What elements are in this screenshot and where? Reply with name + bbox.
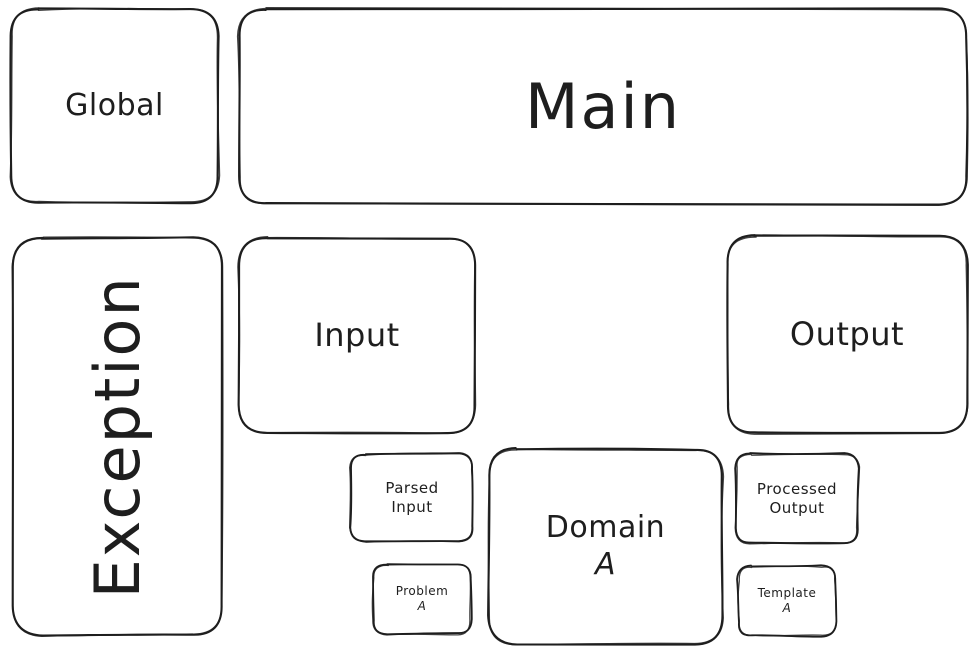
node-label-processed-output: Processed Output (756, 480, 838, 517)
node-processed-output[interactable]: Processed Output (734, 452, 861, 545)
node-global[interactable]: Global (9, 7, 221, 205)
node-label-exception: Exception (80, 274, 154, 599)
node-output[interactable]: Output (726, 234, 969, 435)
node-parsed-input[interactable]: Parsed Input (349, 452, 474, 543)
node-label-parsed-input: Parsed Input (385, 479, 439, 516)
node-label-input: Input (314, 315, 400, 354)
node-exception[interactable]: Exception (11, 236, 224, 638)
node-label-global: Global (65, 87, 164, 123)
node-input[interactable]: Input (237, 236, 477, 435)
node-label-output: Output (789, 314, 905, 353)
node-label-main: Main (524, 69, 681, 143)
node-main[interactable]: Main (236, 6, 969, 206)
